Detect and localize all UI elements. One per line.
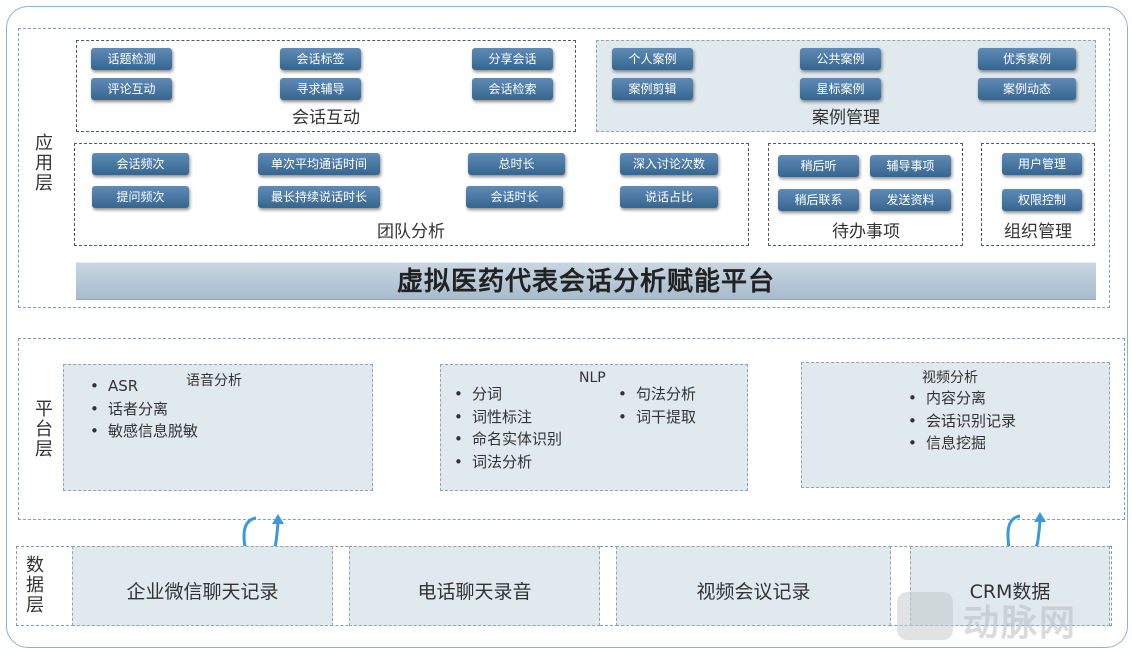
phone-recordings-label: 电话聊天录音 xyxy=(417,581,532,603)
send-materials-button[interactable]: 发送资料 xyxy=(870,189,951,211)
nlp-list-left: 分词 词性标注 命名实体识别 词法分析 xyxy=(450,383,562,473)
starred-case-button[interactable]: 星标案例 xyxy=(800,78,881,100)
watermark-text: 动脉网 xyxy=(963,603,1078,644)
team-analysis-group xyxy=(74,143,749,246)
speaking-ratio-button[interactable]: 说话占比 xyxy=(620,186,718,208)
platform-layer-section xyxy=(18,338,1125,520)
seek-coaching-button[interactable]: 寻求辅导 xyxy=(280,78,361,100)
avg-call-time-button[interactable]: 单次平均通话时间 xyxy=(258,153,380,175)
speech-item: ASR xyxy=(86,375,198,398)
share-session-button[interactable]: 分享会话 xyxy=(472,48,553,70)
case-management-title: 案例管理 xyxy=(812,108,880,128)
app-layer-section xyxy=(18,28,1110,308)
session-tag-button[interactable]: 会话标签 xyxy=(280,48,361,70)
org-management-group xyxy=(981,143,1095,246)
video-meeting-label: 视频会议记录 xyxy=(696,581,811,603)
comment-interaction-button[interactable]: 评论互动 xyxy=(91,78,172,100)
wechat-records-label: 企业微信聊天记录 xyxy=(126,581,279,603)
nlp-item: 分词 xyxy=(450,383,562,406)
video-item: 信息挖掘 xyxy=(904,432,1016,455)
coaching-items-button[interactable]: 辅导事项 xyxy=(870,155,951,177)
speech-item: 话者分离 xyxy=(86,398,198,421)
user-management-button[interactable]: 用户管理 xyxy=(1002,153,1082,175)
nlp-list-right: 句法分析 词干提取 xyxy=(614,383,696,428)
session-search-button[interactable]: 会话检索 xyxy=(472,78,553,100)
nlp-title: NLP xyxy=(579,370,606,386)
personal-case-button[interactable]: 个人案例 xyxy=(612,48,693,70)
todo-title: 待办事项 xyxy=(832,222,900,242)
longest-speech-button[interactable]: 最长持续说话时长 xyxy=(258,186,380,208)
speech-analysis-list: ASR 话者分离 敏感信息脱敏 xyxy=(86,375,198,443)
video-item: 会话识别记录 xyxy=(904,410,1016,433)
video-analysis-title: 视频分析 xyxy=(922,370,978,386)
topic-detection-button[interactable]: 话题检测 xyxy=(91,48,172,70)
nlp-item: 词干提取 xyxy=(614,406,696,429)
data-source-box xyxy=(616,546,891,626)
listen-later-button[interactable]: 稍后听 xyxy=(778,155,859,177)
team-analysis-title: 团队分析 xyxy=(377,222,445,242)
data-source-box xyxy=(72,546,333,626)
watermark-logo-icon xyxy=(897,592,953,640)
platform-banner: 虚拟医药代表会话分析赋能平台 xyxy=(76,262,1096,300)
total-duration-button[interactable]: 总时长 xyxy=(468,153,565,175)
conversation-interaction-group xyxy=(76,40,576,132)
watermark: 动脉网 xyxy=(895,590,1125,644)
speech-analysis-title: 语音分析 xyxy=(186,373,242,389)
crm-data-label: CRM数据 xyxy=(969,581,1051,603)
nlp-item: 词法分析 xyxy=(450,451,562,474)
outer-frame xyxy=(6,6,1128,648)
todo-group xyxy=(768,143,963,246)
session-frequency-button[interactable]: 会话频次 xyxy=(92,153,189,175)
speech-item: 敏感信息脱敏 xyxy=(86,420,198,443)
data-source-box xyxy=(349,546,600,626)
permission-control-button[interactable]: 权限控制 xyxy=(1002,189,1082,211)
nlp-item: 句法分析 xyxy=(614,383,696,406)
org-management-title: 组织管理 xyxy=(1004,222,1072,242)
question-frequency-button[interactable]: 提问频次 xyxy=(92,186,189,208)
case-activity-button[interactable]: 案例动态 xyxy=(978,78,1076,100)
conversation-interaction-title: 会话互动 xyxy=(292,108,360,128)
public-case-button[interactable]: 公共案例 xyxy=(800,48,881,70)
excellent-case-button[interactable]: 优秀案例 xyxy=(978,48,1076,70)
deep-discussion-count-button[interactable]: 深入讨论次数 xyxy=(620,153,718,175)
video-analysis-list: 内容分离 会话识别记录 信息挖掘 xyxy=(904,387,1016,455)
contact-later-button[interactable]: 稍后联系 xyxy=(778,189,859,211)
session-duration-button[interactable]: 会话时长 xyxy=(466,186,563,208)
nlp-item: 词性标注 xyxy=(450,406,562,429)
case-clip-button[interactable]: 案例剪辑 xyxy=(612,78,693,100)
video-item: 内容分离 xyxy=(904,387,1016,410)
app-layer-label: 应用层 xyxy=(35,133,53,194)
platform-layer-label: 平台层 xyxy=(35,399,53,460)
data-layer-label: 数据层 xyxy=(26,555,44,616)
nlp-item: 命名实体识别 xyxy=(450,428,562,451)
